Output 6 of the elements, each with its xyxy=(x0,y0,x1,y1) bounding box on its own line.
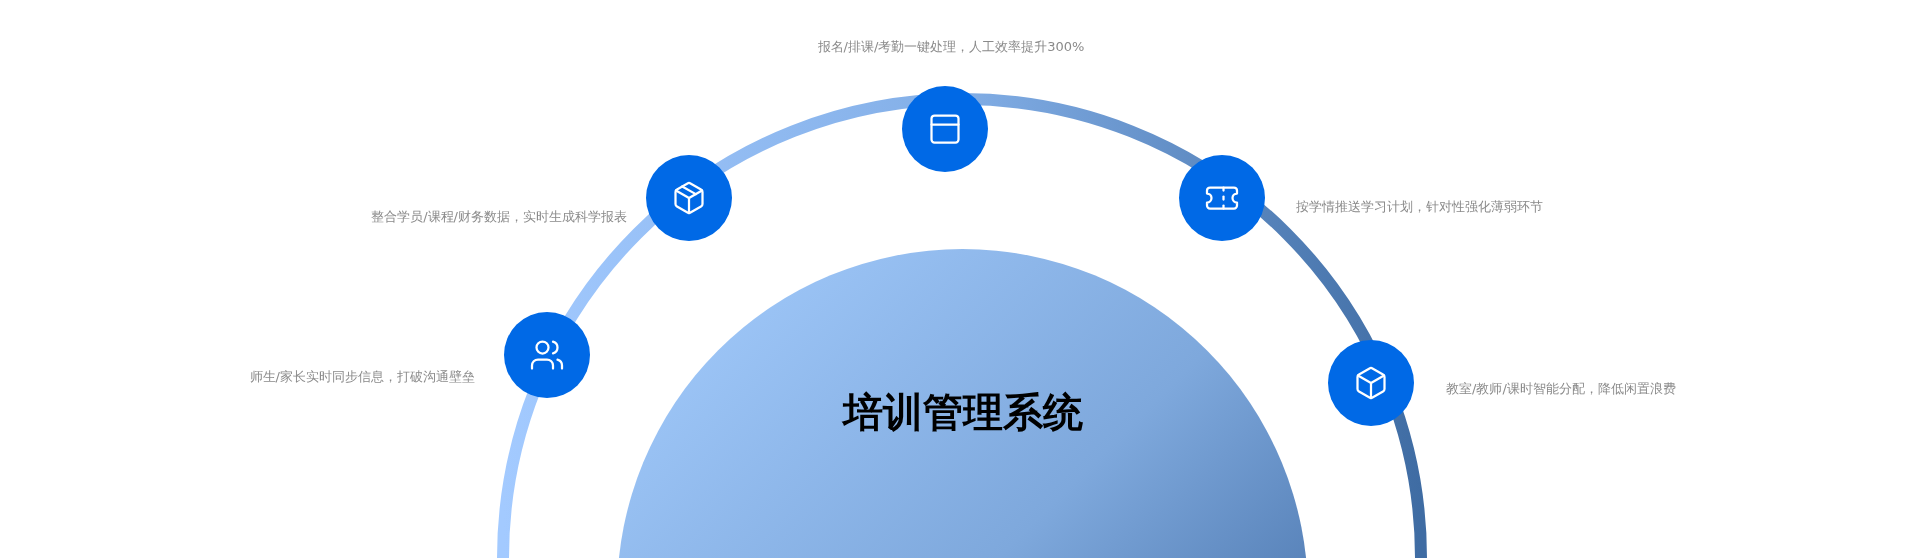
feature-description: 按学情推送学习计划，针对性强化薄弱环节 xyxy=(1296,198,1543,216)
feature-description: 教室/教师/课时智能分配，降低闲置浪费 xyxy=(1446,380,1676,398)
feature-description: 整合学员/课程/财务数据，实时生成科学报表 xyxy=(371,208,627,226)
system-title: 培训管理系统 xyxy=(842,392,1083,432)
feature-description: 师生/家长实时同步信息，打破沟通壁垒 xyxy=(249,368,475,386)
feature-description: 报名/排课/考勤一键处理，人工效率提升300% xyxy=(816,38,1086,56)
